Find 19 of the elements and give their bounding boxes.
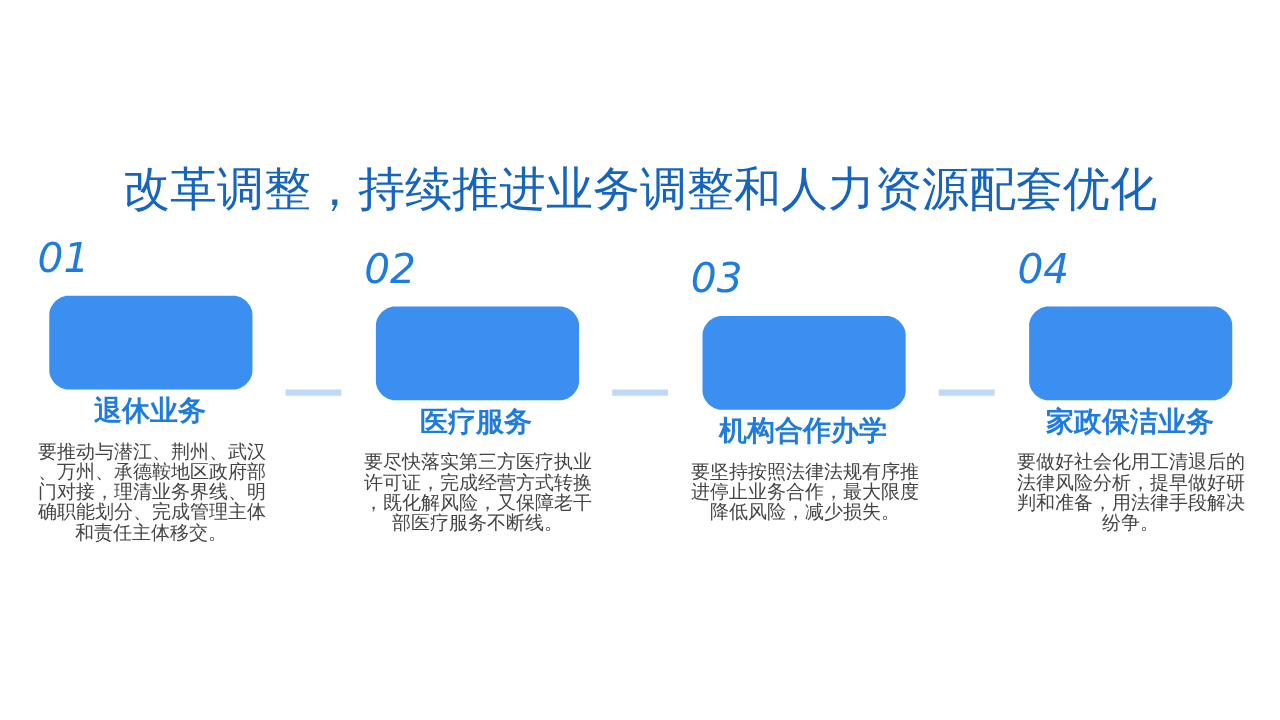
node-label: 04	[1017, 244, 1070, 293]
node-label: 要坚持按照法律法规有序推进停止业务合作，最大限度降低风险，减少损失。	[690, 460, 919, 522]
node-label: 退休业务	[93, 393, 206, 427]
node-label: 要推动与潜江、荆州、武汉、万州、承德鞍地区政府部门对接，理清业务界线、明确职能划分、完成管理主体和责任主体移交。	[37, 440, 266, 543]
node-label: 02	[364, 244, 416, 293]
node-box	[49, 295, 253, 389]
node-label: 03	[690, 253, 743, 302]
connector	[285, 388, 342, 396]
node-label: 01	[37, 233, 90, 282]
node-label: 医疗服务	[420, 404, 533, 438]
node-box	[375, 306, 580, 400]
node-label: 要尽快落实第三方医疗执业许可证，完成经营方式转换，既化解风险，又保障老干部医疗服务不断线。	[364, 450, 593, 533]
node-label: 要做好社会化用工清退后的法律风险分析，提早做好研判和准备，用法律手段解决纷争。	[1017, 450, 1246, 533]
diagram-title: 改革调整，持续推进业务调整和人力资源配套优化	[123, 160, 1157, 216]
node-label: 机构合作办学	[718, 413, 887, 447]
node-box	[1029, 306, 1233, 400]
connector	[938, 388, 995, 396]
node-box	[702, 315, 906, 410]
node-label: 家政保洁业务	[1045, 404, 1214, 438]
